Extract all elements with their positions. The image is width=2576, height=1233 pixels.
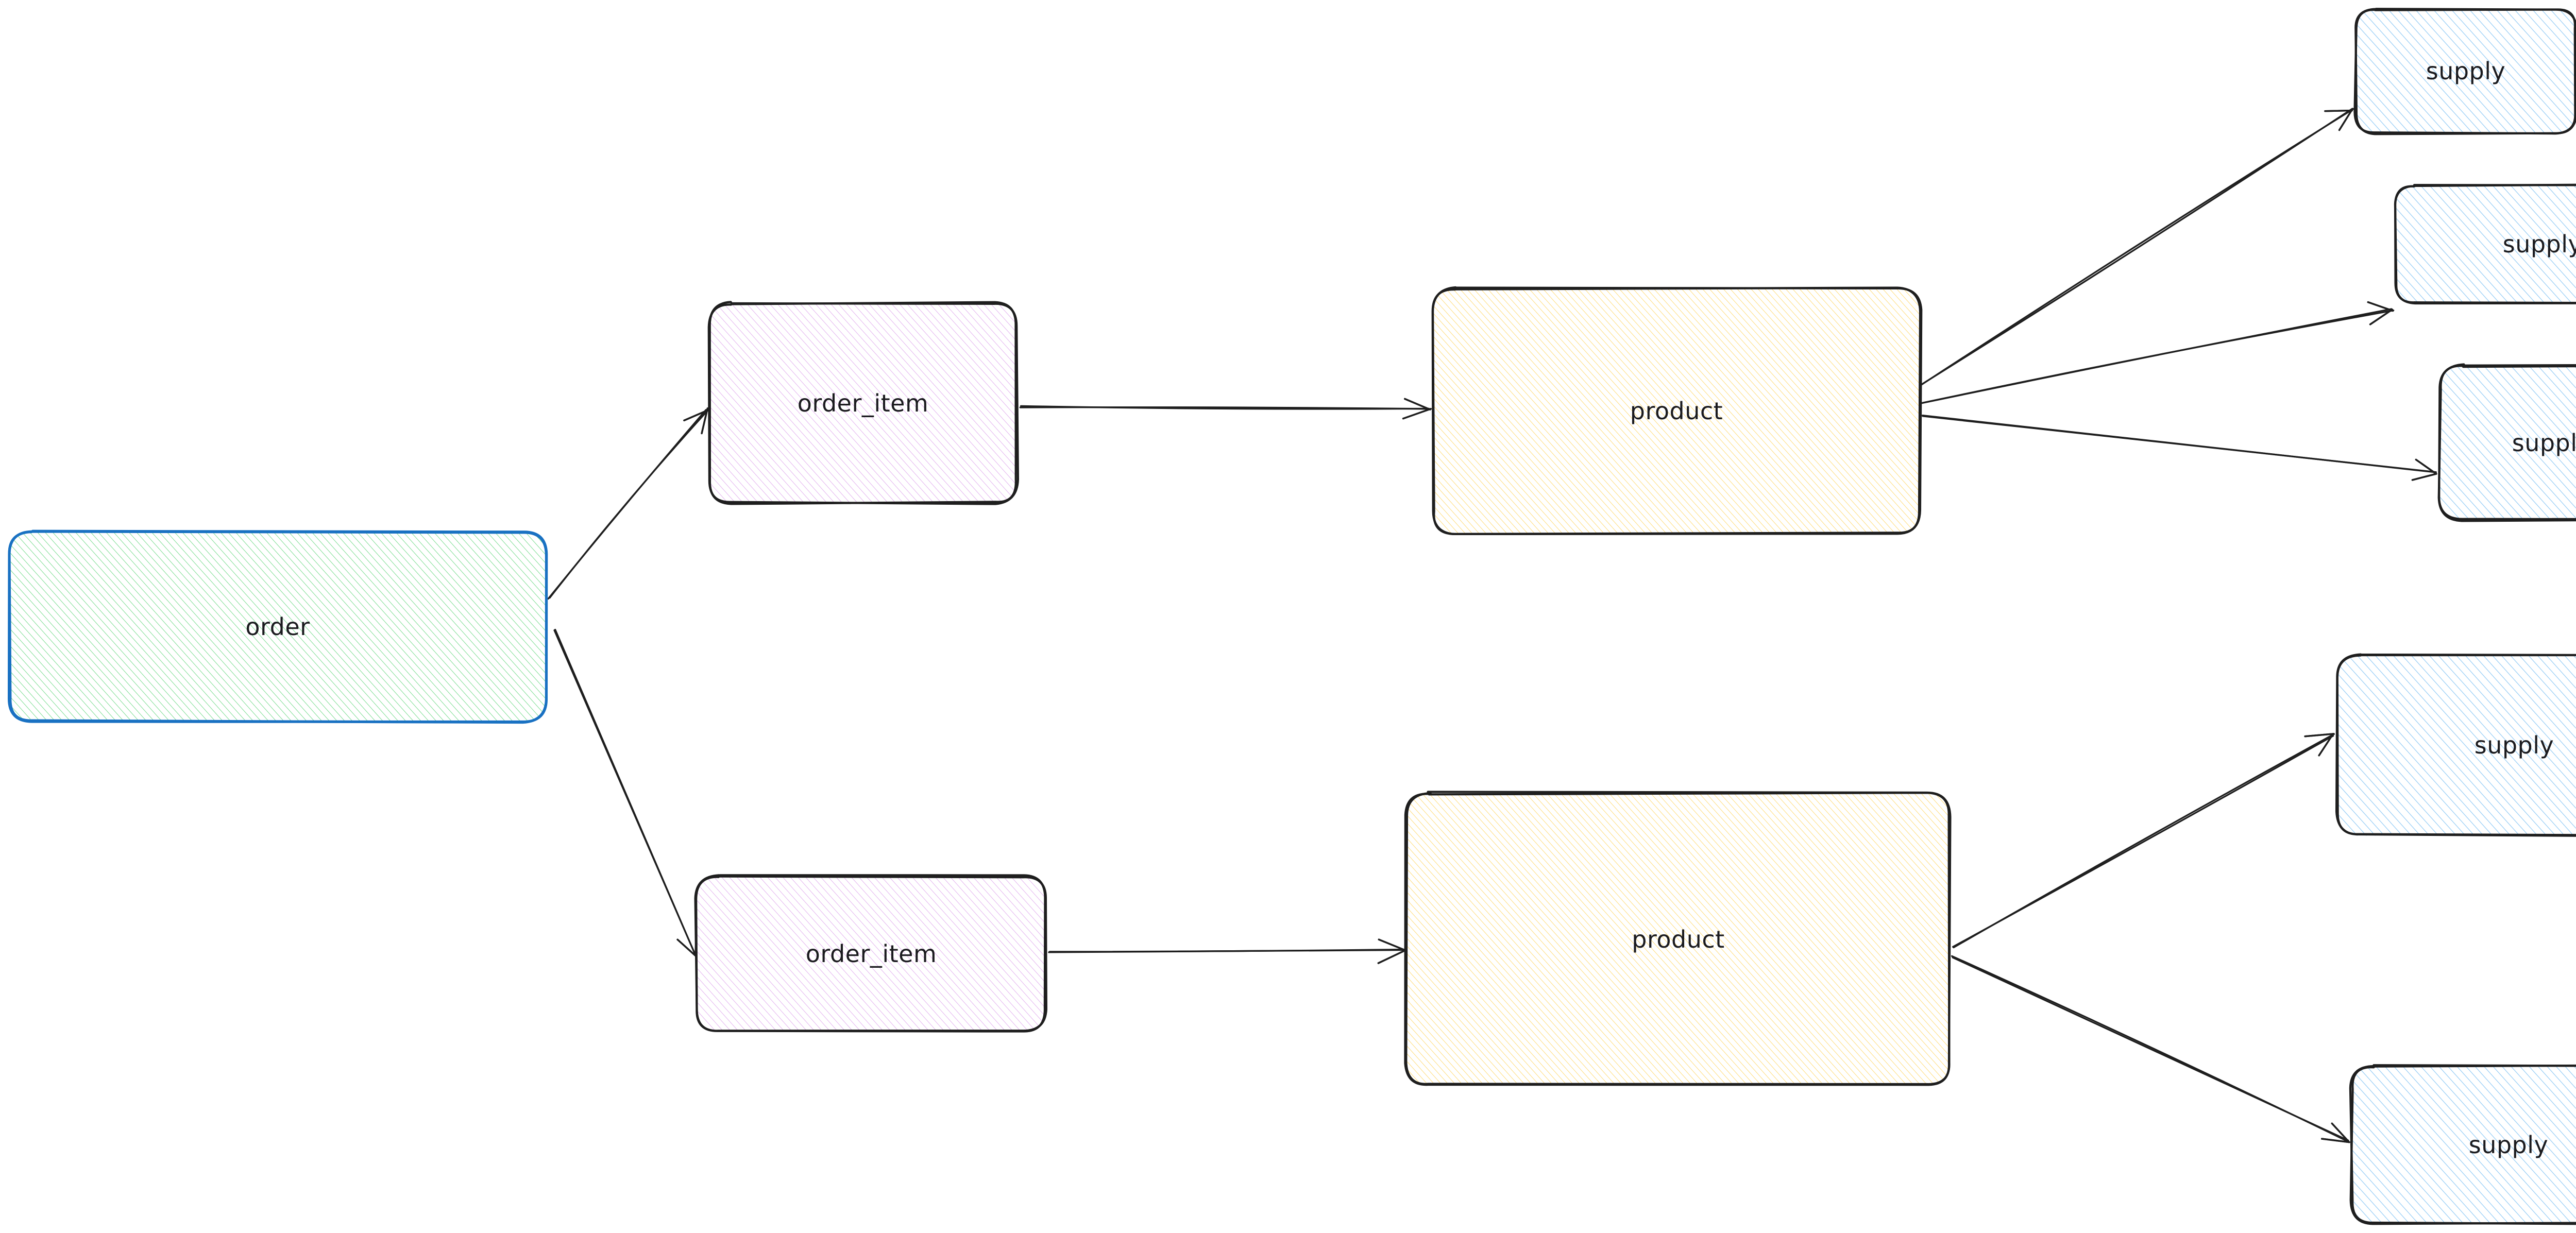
node-outline xyxy=(7,529,548,723)
node-outline xyxy=(2349,1064,2576,1225)
node-fill xyxy=(2439,365,2576,520)
node-fill xyxy=(709,303,1018,503)
node-outline xyxy=(2349,1064,2576,1225)
node-fill xyxy=(696,876,1046,1032)
edge-layer xyxy=(547,108,2437,1143)
node-fill xyxy=(2395,185,2576,304)
node-supply_5[interactable] xyxy=(2349,1064,2576,1225)
node-outline xyxy=(1431,286,1923,536)
node-fill xyxy=(2351,1066,2576,1224)
edge-product_2-to-supply_4[interactable] xyxy=(1952,733,2335,949)
node-outline xyxy=(2335,653,2576,837)
edge-product_1-to-supply_1[interactable] xyxy=(1920,108,2354,386)
edge-order_item_1-to-product_1[interactable] xyxy=(1019,398,1432,420)
node-outline xyxy=(707,302,1019,505)
node-order[interactable] xyxy=(7,529,548,724)
node-product_1[interactable] xyxy=(1431,286,1923,536)
node-order_item_1[interactable] xyxy=(707,301,1019,505)
node-layer xyxy=(7,8,2576,1225)
node-fill xyxy=(1405,793,1950,1086)
edge-product_2-to-supply_5[interactable] xyxy=(1951,955,2350,1143)
node-outline xyxy=(695,874,1046,1033)
node-outline xyxy=(1404,791,1952,1086)
node-order_item_2[interactable] xyxy=(694,874,1047,1033)
node-supply_1[interactable] xyxy=(2353,8,2576,135)
node-fill xyxy=(8,532,547,723)
node-outline xyxy=(2354,8,2576,135)
node-fill xyxy=(2336,655,2576,836)
node-fill xyxy=(1432,287,1921,534)
node-supply_4[interactable] xyxy=(2335,653,2576,837)
node-supply_3[interactable] xyxy=(2437,363,2576,522)
edge-product_1-to-supply_3[interactable] xyxy=(1922,415,2437,481)
node-outline xyxy=(2394,184,2576,304)
node-fill xyxy=(2355,9,2576,133)
node-product_2[interactable] xyxy=(1404,791,1952,1086)
edge-order_item_2-to-product_2[interactable] xyxy=(1048,938,1406,964)
node-supply_2[interactable] xyxy=(2394,183,2576,305)
edge-product_1-to-supply_2[interactable] xyxy=(1921,301,2395,404)
node-outline xyxy=(2437,364,2576,522)
edge-order-to-order_item_2[interactable] xyxy=(553,628,698,957)
edge-order-to-order_item_1[interactable] xyxy=(547,407,709,600)
